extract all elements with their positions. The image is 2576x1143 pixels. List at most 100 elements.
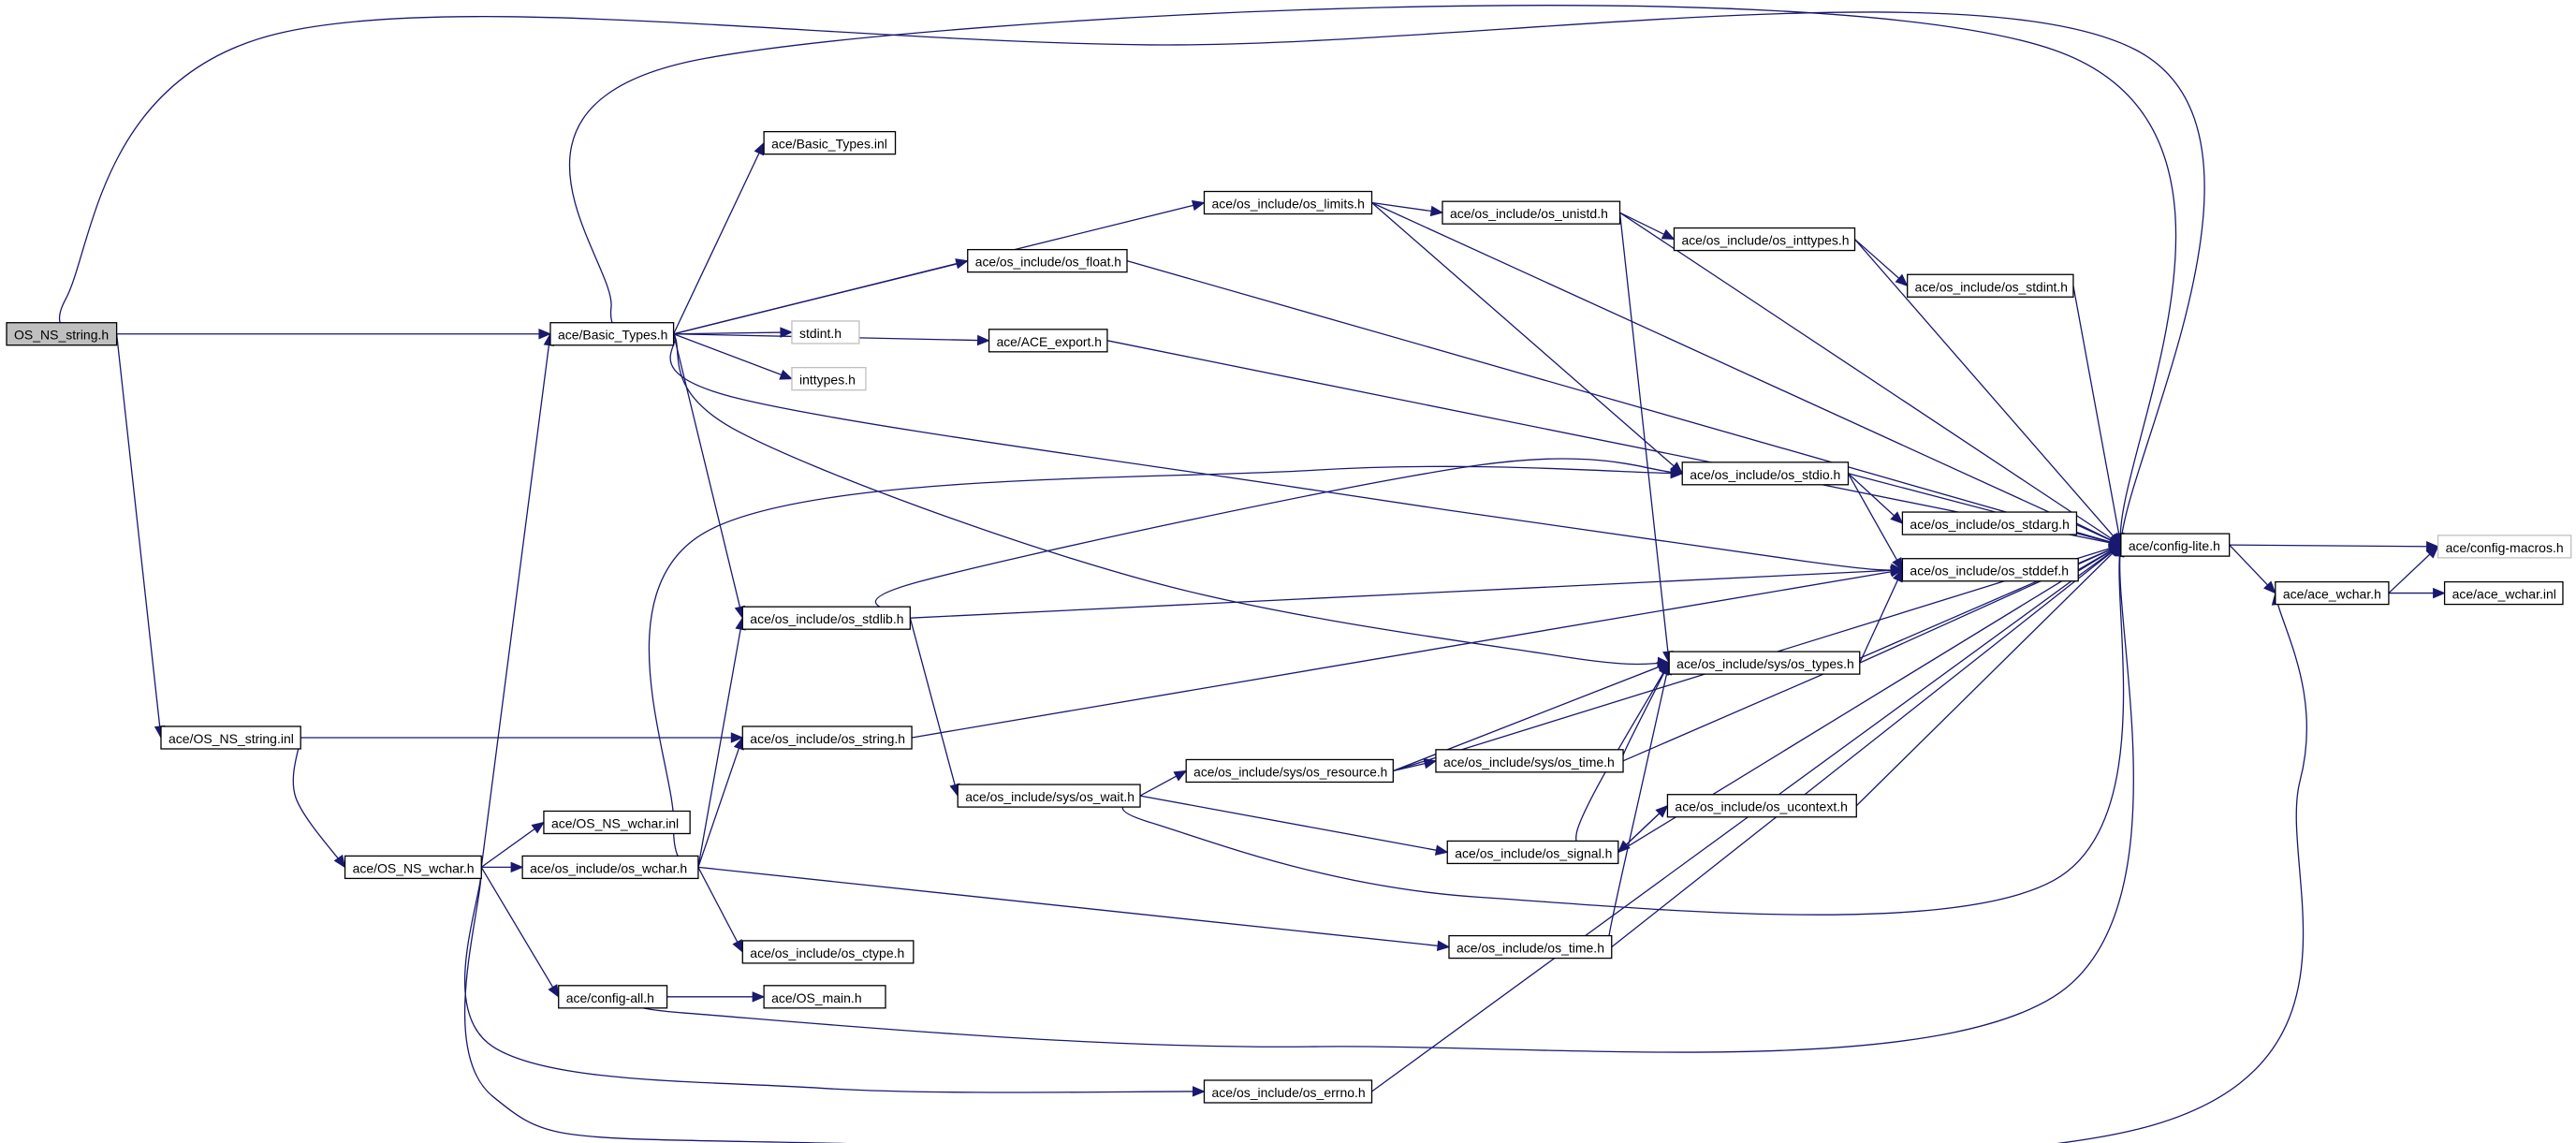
arrowhead-icon <box>2263 580 2276 594</box>
edge-os-time-h-to-sys-os-types-h <box>1607 661 1673 949</box>
node-box <box>741 606 911 630</box>
arrowhead-icon <box>2108 544 2122 557</box>
arrowhead-icon <box>1655 804 1669 818</box>
arrowhead-icon <box>531 821 545 834</box>
node-label: ace/os_include/os_signal.h <box>1455 845 1612 860</box>
node-box <box>1681 462 1850 486</box>
edge-os-unistd-h-to-config-lite-h <box>1619 212 2122 546</box>
edge-line <box>1619 212 2122 546</box>
node-os-string-h[interactable]: ace/os_include/os_string.h <box>741 725 913 750</box>
node-os-ns-string-inl[interactable]: ace/OS_NS_string.inl <box>160 725 301 750</box>
node-box <box>2120 533 2231 557</box>
node-label: ace/os_include/os_errno.h <box>1211 1085 1365 1100</box>
node-os-errno-h[interactable]: ace/os_include/os_errno.h <box>1203 1079 1373 1104</box>
edge-line <box>1121 544 2125 916</box>
node-os-ctype-h[interactable]: ace/os_include/os_ctype.h <box>741 940 915 964</box>
edge-os-ns-wchar-h-to-os-wchar-h <box>481 861 524 873</box>
node-label: ace/ace_wchar.inl <box>2452 587 2556 602</box>
node-box <box>558 985 668 1009</box>
node-label: ace/os_include/sys/os_time.h <box>1443 755 1615 769</box>
edge-line <box>1854 239 2122 546</box>
arrowhead-icon <box>1892 557 1904 571</box>
node-ace-wchar-h[interactable]: ace/ace_wchar.h <box>2275 580 2390 606</box>
node-box <box>6 322 118 346</box>
edge-config-lite-h-to-ace-wchar-h <box>2229 544 2276 594</box>
arrowhead-icon <box>2425 545 2439 559</box>
arrowhead-icon <box>976 334 990 346</box>
edge-os-ns-string-inl-to-os-ns-wchar-h <box>292 737 346 869</box>
node-os-limits-h[interactable]: ace/os_include/os_limits.h <box>1203 190 1373 215</box>
node-label: inttypes.h <box>799 373 856 388</box>
edge-os-stdio-h-to-os-stddef-h <box>1847 473 1904 571</box>
node-label: ace/os_include/os_float.h <box>975 255 1121 270</box>
node-label: ace/OS_NS_wchar.inl <box>551 815 679 830</box>
node-label: stdint.h <box>799 326 842 341</box>
edge-os-ns-wchar-h-to-os-ns-wchar-inl <box>480 821 545 868</box>
node-ace-export-h[interactable]: ace/ACE_export.h <box>988 329 1108 353</box>
node-os-time-h[interactable]: ace/os_include/os_time.h <box>1448 934 1613 960</box>
node-box <box>1435 749 1624 773</box>
node-os-float-h[interactable]: ace/os_include/os_float.h <box>967 248 1128 273</box>
node-label: ace/OS_NS_wchar.h <box>353 860 475 875</box>
node-os-inttypes-h[interactable]: ace/os_include/os_inttypes.h <box>1673 227 1856 252</box>
edge-line <box>909 618 959 797</box>
node-sys-os-resource-h[interactable]: ace/os_include/sys/os_resource.h <box>1185 758 1394 784</box>
node-label: ace/os_include/os_ctype.h <box>750 945 904 960</box>
node-os-ucontext-h[interactable]: ace/os_include/os_ucontext.h <box>1666 794 1857 818</box>
edge-line <box>1618 212 1670 664</box>
edge-line <box>463 867 1205 1093</box>
node-os-ns-string-h[interactable]: OS_NS_string.h <box>6 322 118 346</box>
node-os-ns-wchar-h[interactable]: ace/OS_NS_wchar.h <box>344 855 482 880</box>
node-ace-wchar-inl[interactable]: ace/ace_wchar.inl <box>2443 580 2564 606</box>
node-config-lite-h[interactable]: ace/config-lite.h <box>2120 533 2231 557</box>
edge-line <box>697 618 743 868</box>
node-basic-types-inl[interactable]: ace/Basic_Types.inl <box>763 130 897 155</box>
node-os-main-h[interactable]: ace/OS_main.h <box>763 985 886 1009</box>
node-basic-types-h[interactable]: ace/Basic_Types.h <box>549 322 675 346</box>
node-config-all-h[interactable]: ace/config-all.h <box>558 985 668 1009</box>
arrowhead-icon <box>752 991 766 1003</box>
node-sys-os-time-h[interactable]: ace/os_include/sys/os_time.h <box>1435 749 1624 773</box>
edge-line <box>673 142 765 334</box>
edge-line <box>648 465 1683 868</box>
node-box <box>1448 934 1613 960</box>
node-inttypes-h[interactable]: inttypes.h <box>791 366 867 391</box>
node-os-stdio-h[interactable]: ace/os_include/os_stdio.h <box>1681 462 1850 486</box>
edge-os-wchar-h-to-os-string-h <box>697 736 744 868</box>
edge-line <box>292 737 346 868</box>
node-os-stddef-h[interactable]: ace/os_include/os_stddef.h <box>1901 558 2079 582</box>
node-os-ns-wchar-inl[interactable]: ace/OS_NS_wchar.inl <box>543 810 691 835</box>
node-box <box>1203 1079 1373 1104</box>
node-label: ace/config-lite.h <box>2129 538 2220 553</box>
node-os-stdarg-h[interactable]: ace/os_include/os_stdarg.h <box>1901 511 2078 535</box>
edge-os-unistd-h-to-sys-os-types-h <box>1618 212 1674 665</box>
edge-os-limits-h-to-os-unistd-h <box>1371 201 1444 217</box>
node-sys-os-types-h[interactable]: ace/os_include/sys/os_types.h <box>1668 651 1861 675</box>
edge-line <box>1126 260 2122 546</box>
edge-line <box>910 569 1903 619</box>
node-box <box>549 322 675 346</box>
node-label: ace/config-all.h <box>566 990 654 1005</box>
nodes-layer: OS_NS_string.h ace/Basic_Types.h ace/Basic… <box>6 130 2572 1104</box>
edge-line <box>1139 795 1448 854</box>
node-box <box>1668 651 1861 675</box>
node-os-unistd-h[interactable]: ace/os_include/os_unistd.h <box>1442 200 1621 225</box>
node-os-signal-h[interactable]: ace/os_include/os_signal.h <box>1446 840 1619 865</box>
node-os-stdint-h[interactable]: ace/os_include/os_stdint.h <box>1907 273 2074 298</box>
arrowhead-icon <box>1890 566 1904 578</box>
node-label: ace/OS_main.h <box>771 990 862 1005</box>
node-os-stdlib-h[interactable]: ace/os_include/os_stdlib.h <box>741 606 911 630</box>
node-label: ace/os_include/os_time.h <box>1456 941 1604 956</box>
node-label: ace/Basic_Types.h <box>558 328 668 343</box>
node-label: ace/config-macros.h <box>2446 540 2564 555</box>
node-os-wchar-h[interactable]: ace/os_include/os_wchar.h <box>521 855 699 880</box>
edge-line <box>480 821 545 868</box>
node-stdint-h[interactable]: stdint.h <box>791 320 860 344</box>
node-sys-os-wait-h[interactable]: ace/os_include/sys/os_wait.h <box>957 784 1141 808</box>
edge-line <box>673 333 793 380</box>
edge-line <box>1371 544 2122 1092</box>
node-config-macros-h[interactable]: ace/config-macros.h <box>2437 535 2572 559</box>
node-box <box>967 248 1128 273</box>
edge-os-time-h-to-config-lite-h <box>1611 544 2122 948</box>
arrowhead-icon <box>955 258 970 270</box>
